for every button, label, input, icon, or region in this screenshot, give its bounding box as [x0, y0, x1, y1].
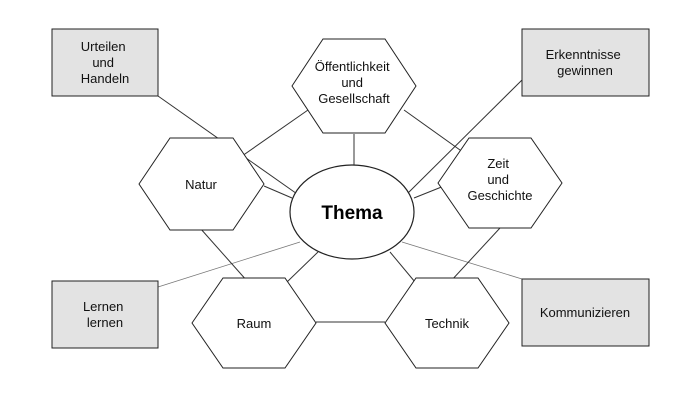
connector-lines [157, 79, 523, 323]
hex-technik: Technik [384, 277, 510, 369]
hex-oeffentlichkeit: Öffentlichkeit und Gesellschaft [291, 38, 417, 134]
line-kommunizieren-to-thema [401, 241, 523, 280]
svg-text:Natur: Natur [185, 177, 217, 192]
line-erkenntnisse-to-thema [404, 79, 523, 197]
line-oeffentlichkeit-to-natur [231, 109, 309, 164]
box-erkenntnisse-line-2: gewinnen [557, 63, 613, 78]
svg-text:Zeit und Geschicht: Zeit und Geschichte [467, 156, 532, 203]
box-lernen-line-1: Lernen [83, 299, 123, 314]
svg-text:Technik: Technik [425, 316, 470, 331]
box-kommunizieren: Kommunizieren [521, 278, 650, 347]
svg-text:Raum: Raum [237, 316, 272, 331]
box-erkenntnisse-line-1: Erkenntnisse [546, 47, 621, 62]
hex-zeit: Zeit und Geschichte [437, 137, 563, 229]
svg-text:Lernen lernen: Lernen lernen [83, 299, 127, 330]
svg-text:Kommunizieren: Kommunizieren [540, 305, 630, 320]
box-lernen-line-2: lernen [87, 315, 123, 330]
line-zeit-to-technik [449, 227, 501, 283]
svg-text:Urteilen und Hande: Urteilen und Handeln [81, 39, 129, 86]
box-urteilen-line-1: Urteilen [81, 39, 126, 54]
box-erkenntnisse: Erkenntnisse gewinnen [521, 28, 650, 97]
line-natur-to-raum [199, 227, 249, 283]
hex-raum: Raum [191, 277, 317, 369]
hex-oeffentlichkeit-line-1: Öffentlichkeit [315, 59, 390, 74]
line-zeit-to-thema [413, 185, 445, 199]
hex-oeffentlichkeit-line-2: und [341, 75, 363, 90]
box-urteilen-line-2: und [92, 55, 114, 70]
svg-text:Erkenntnisse gewinnen: Erkenntnisse gewinnen [546, 47, 625, 78]
box-kommunizieren-line-1: Kommunizieren [540, 305, 630, 320]
line-raum-to-thema [286, 251, 319, 283]
hex-technik-line-1: Technik [425, 316, 470, 331]
hex-natur: Natur [138, 137, 265, 231]
hex-natur-line-1: Natur [185, 177, 217, 192]
line-technik-to-thema [389, 251, 416, 283]
hex-zeit-line-2: und [487, 172, 509, 187]
center-thema-label: Thema [321, 203, 383, 224]
hex-raum-line-1: Raum [237, 316, 272, 331]
hex-zeit-line-1: Zeit [487, 156, 509, 171]
box-lernen: Lernen lernen [51, 280, 159, 349]
svg-text:Öffentlichkeit und: Öffentlichkeit und Gesellschaft [315, 59, 394, 106]
line-natur-to-thema [263, 185, 293, 199]
hex-oeffentlichkeit-line-3: Gesellschaft [318, 91, 390, 106]
hex-zeit-line-3: Geschichte [467, 188, 532, 203]
center-thema: Thema [289, 164, 415, 260]
box-urteilen-line-3: Handeln [81, 71, 129, 86]
line-lernen-to-thema [157, 241, 301, 288]
box-urteilen: Urteilen und Handeln [51, 28, 159, 97]
